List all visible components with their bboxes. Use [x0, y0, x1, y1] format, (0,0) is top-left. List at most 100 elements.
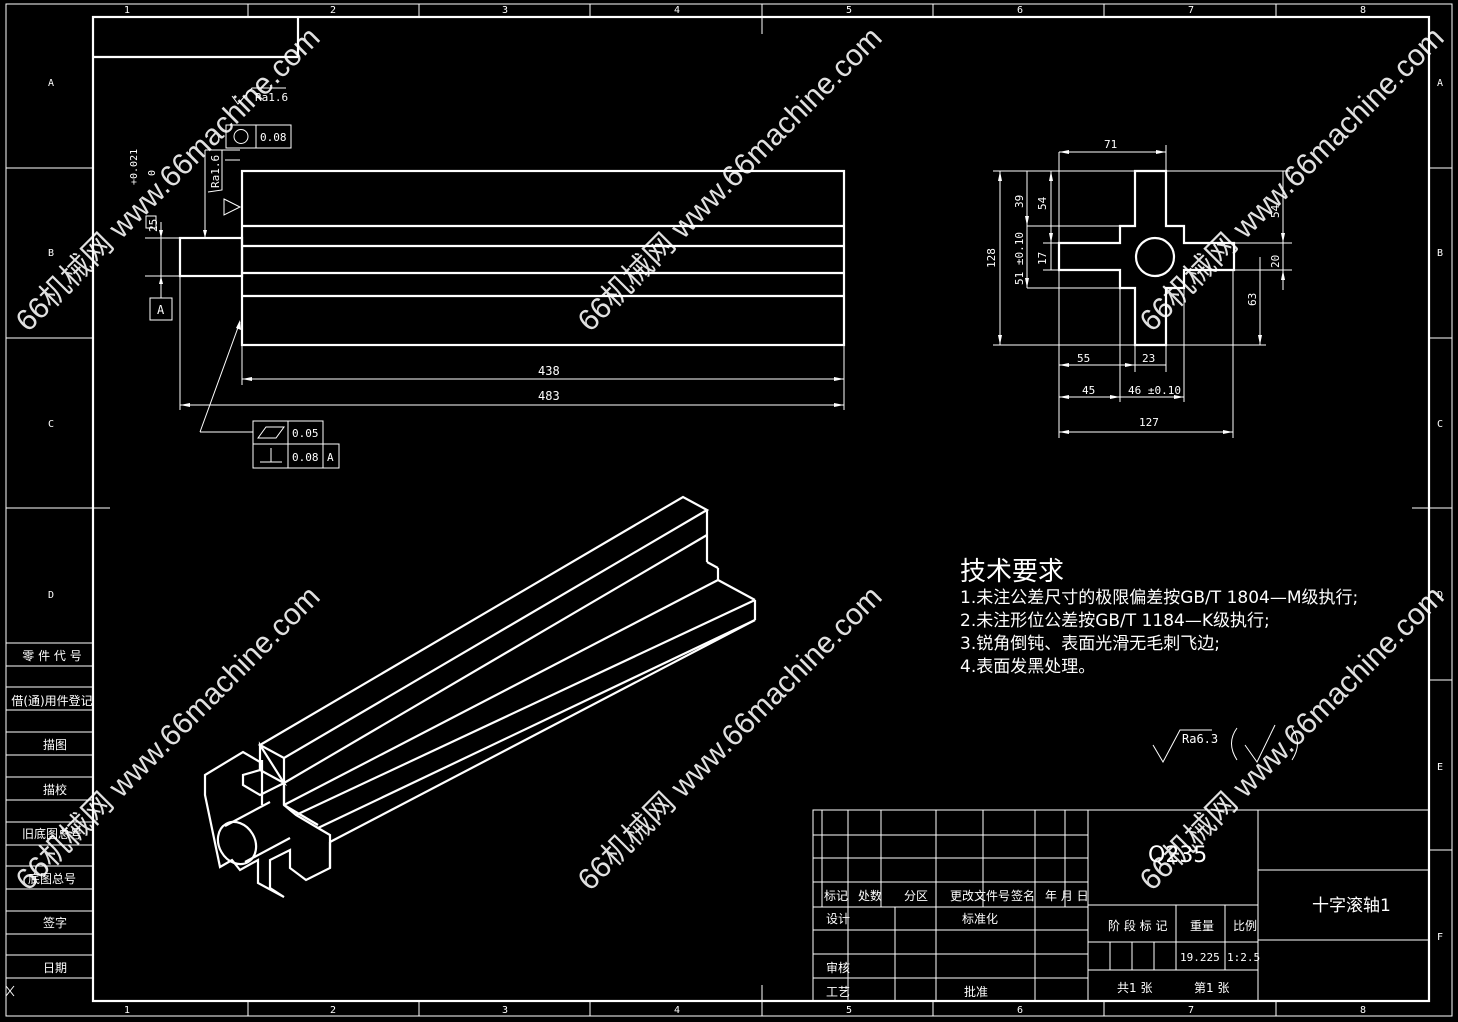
col-label-5: 5 [846, 5, 852, 16]
dim-71: 71 [1104, 138, 1117, 151]
datum-a-label: A [157, 303, 165, 317]
header-signature: 签名 [1011, 888, 1035, 903]
dim-55: 55 [1077, 352, 1090, 365]
col-label-8-bottom: 8 [1360, 1005, 1366, 1016]
sheets-total: 共1 张 [1117, 981, 1152, 995]
col-label-1-bottom: 1 [124, 1005, 130, 1016]
row-design: 设计 [826, 912, 850, 926]
left-strip: 零 件 代 号 借(通)用件登记 描图 描校 旧底图总号 底图总号 签字 日期 [6, 642, 93, 979]
dim-45: 45 [1082, 384, 1095, 397]
col-label-5-bottom: 5 [846, 1005, 852, 1016]
tech-line-3: 3.锐角倒钝、表面光滑无毛刺飞边; [960, 634, 1220, 654]
tech-line-1: 1.未注公差尺寸的极限偏差按GB/T 1804—M级执行; [960, 588, 1358, 608]
header-zone: 分区 [904, 889, 928, 903]
col-label-2: 2 [330, 5, 336, 16]
row-label-a-right: A [1437, 78, 1443, 89]
strip-borrowed-register: 借(通)用件登记 [11, 693, 92, 708]
header-date: 年 月 日 [1045, 889, 1089, 903]
tech-line-4: 4.表面发黑处理。 [960, 657, 1095, 677]
perpendicularity-icon [260, 448, 282, 463]
sheet-number: 第1 张 [1194, 981, 1229, 995]
tolerance-frames: 0.05 0.08 A [252, 420, 340, 469]
row-review: 审核 [826, 960, 850, 975]
shaft-tol-lower: 0 [147, 170, 158, 176]
dim-128: 128 [985, 248, 998, 268]
check-roughness-icon [1244, 724, 1276, 763]
scale-value: 1:2.5 [1227, 951, 1260, 964]
row-label-f-right: F [1437, 932, 1443, 943]
title-block: Q235 十字滚轴1 标记 处数 分区 更改文件号 签名 年 月 日 设计 标准… [812, 809, 1430, 1002]
stage-mark: 阶 段 标 记 [1108, 918, 1167, 933]
weight-label: 重量 [1190, 919, 1214, 933]
row-label-b-left: B [48, 248, 54, 259]
technical-requirements: 技术要求 1.未注公差尺寸的极限偏差按GB/T 1804—M级执行; 2.未注形… [960, 557, 1358, 677]
col-label-4: 4 [674, 5, 680, 16]
roughness-symbol-left: Ra1.6 [207, 150, 223, 193]
row-label-a-left: A [48, 78, 54, 89]
row-label-e-right: E [1437, 762, 1443, 773]
circularity-value: 0.08 [260, 131, 287, 144]
watermarks: 66机械网 www.66machine.com 66机械网 www.66mach… [10, 21, 1451, 897]
dim-54: 54 [1036, 196, 1049, 210]
strip-tracing-check: 描校 [43, 782, 67, 797]
roughness-top-value: Ra1.6 [255, 91, 288, 104]
watermark-2: 66机械网 www.66machine.com [572, 21, 889, 338]
dim-127: 127 [1139, 416, 1159, 429]
dim-51: 51 ±0.10 [1013, 232, 1026, 285]
isometric-view [203, 495, 757, 898]
dim-483: 483 [538, 389, 560, 403]
tech-line-2: 2.未注形位公差按GB/T 1184—K级执行; [960, 611, 1270, 631]
header-count: 处数 [858, 888, 882, 903]
flatness-value: 0.05 [292, 427, 319, 440]
perpendicularity-datum: A [327, 451, 334, 464]
dim-63: 63 [1246, 293, 1259, 306]
tech-title: 技术要求 [960, 557, 1064, 587]
general-roughness-value: Ra6.3 [1182, 732, 1218, 746]
dim-54b: 54 [1269, 204, 1282, 218]
shaft-dim: 25 [147, 219, 160, 232]
dim-46: 46 ±0.10 [1128, 384, 1181, 397]
roughness-symbol-top: Ra1.6 [231, 87, 288, 105]
flatness-icon [257, 426, 285, 439]
row-process: 工艺 [826, 985, 850, 999]
col-label-3-bottom: 3 [502, 1005, 508, 1016]
general-roughness: Ra6.3 [1152, 724, 1298, 764]
weight-value: 19.225 [1180, 951, 1220, 964]
row-label-d-left: D [48, 590, 54, 601]
strip-tracing: 描图 [43, 738, 67, 752]
material: Q235 [1148, 843, 1207, 868]
col-label-3: 3 [502, 5, 508, 16]
row-label-d-right: D [1437, 590, 1443, 601]
circularity-frame: 0.08 [225, 124, 292, 149]
perpendicularity-value: 0.08 [292, 451, 319, 464]
watermark-5: 66机械网 www.66machine.com [572, 580, 889, 897]
dim-23: 23 [1142, 352, 1155, 365]
col-label-4-bottom: 4 [674, 1005, 680, 1016]
header-change-doc: 更改文件号 [950, 888, 1010, 903]
watermark-1: 66机械网 www.66machine.com [10, 21, 327, 338]
dim-17: 17 [1036, 252, 1049, 265]
col-label-8: 8 [1360, 5, 1366, 16]
row-label-c-left: C [48, 419, 54, 430]
strip-date: 日期 [43, 961, 67, 975]
col-label-6: 6 [1017, 5, 1023, 16]
row-approve: 批准 [964, 984, 988, 999]
roughness-left-value: Ra1.6 [209, 155, 222, 188]
side-view: 71 55 23 45 46 ±0.10 127 128 39 51 ±0.10… [985, 138, 1292, 438]
row-label-c-right: C [1437, 419, 1443, 430]
scale-label: 比例 [1233, 919, 1257, 933]
col-label-1: 1 [124, 5, 130, 16]
col-label-2-bottom: 2 [330, 1005, 336, 1016]
row-label-b-right: B [1437, 248, 1443, 259]
col-label-7-bottom: 7 [1188, 1005, 1194, 1016]
col-label-6-bottom: 6 [1017, 1005, 1023, 1016]
part-name: 十字滚轴1 [1312, 896, 1391, 916]
dim-438: 438 [538, 364, 560, 378]
col-label-7: 7 [1188, 5, 1194, 16]
strip-base-number: 底图总号 [28, 871, 76, 886]
shaft-tol-upper: +0.021 [129, 149, 140, 185]
header-mark: 标记 [824, 889, 848, 903]
front-view: A 438 483 25 +0.021 0 Ra1.6 Ra1.6 [129, 87, 846, 469]
strip-signature: 签字 [43, 915, 67, 930]
sheet-frame: 1 2 3 4 5 6 7 8 1 2 3 4 5 6 7 8 A B C D … [5, 3, 1453, 1017]
